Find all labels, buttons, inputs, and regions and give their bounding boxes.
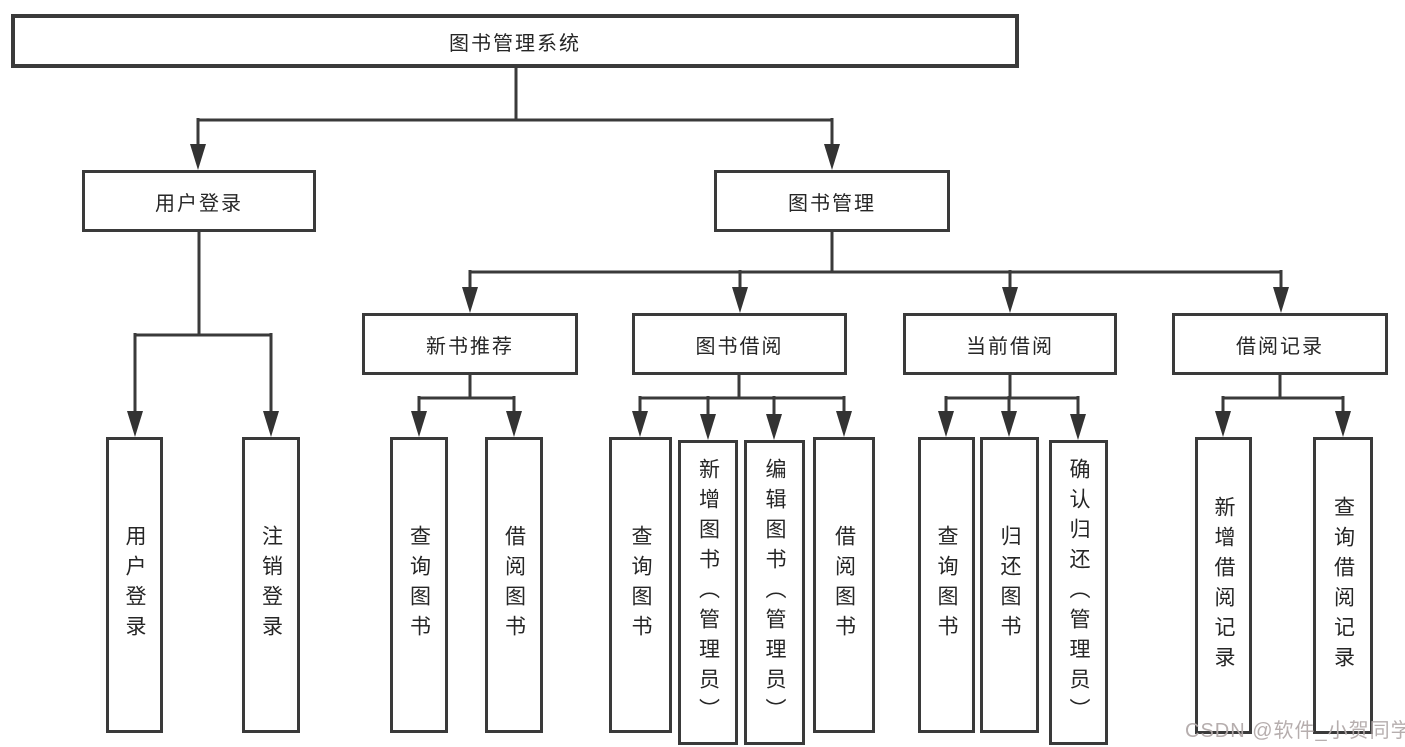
- leaf-return-book: 归还图书: [980, 437, 1039, 733]
- leaf-recommend-borrow-books-label: 借阅图书: [502, 525, 526, 645]
- connector-book-management: [462, 232, 1289, 313]
- leaf-add-borrow-record: 新增借阅记录: [1195, 437, 1252, 734]
- node-current-borrow-label: 当前借阅: [966, 335, 1054, 358]
- node-book-management-label: 图书管理: [788, 192, 876, 215]
- leaf-recommend-query-books-label: 查询图书: [407, 525, 431, 645]
- node-user-login: 用户登录: [82, 170, 316, 232]
- node-new-book-recommend-label: 新书推荐: [426, 335, 514, 358]
- leaf-logout-label: 注销登录: [259, 525, 283, 645]
- connector-borrow-records: [1215, 375, 1351, 437]
- leaf-confirm-return-admin-label: 确认归还（管理员）: [1067, 457, 1090, 728]
- node-book-management: 图书管理: [714, 170, 950, 232]
- leaf-borrow-borrow-books-label: 借阅图书: [832, 525, 856, 645]
- leaf-edit-book-admin-label: 编辑图书（管理员）: [763, 457, 786, 728]
- connector-root: [190, 68, 840, 170]
- node-system-root: 图书管理系统: [11, 14, 1019, 68]
- leaf-recommend-query-books: 查询图书: [390, 437, 448, 733]
- leaf-current-query-books-label: 查询图书: [935, 525, 958, 645]
- leaf-user-login: 用户登录: [106, 437, 163, 733]
- leaf-query-borrow-record: 查询借阅记录: [1313, 437, 1373, 734]
- leaf-return-book-label: 归还图书: [998, 525, 1021, 645]
- node-book-borrow: 图书借阅: [632, 313, 847, 375]
- leaf-edit-book-admin: 编辑图书（管理员）: [744, 440, 805, 745]
- leaf-user-login-label: 用户登录: [123, 525, 146, 645]
- leaf-logout: 注销登录: [242, 437, 300, 733]
- node-new-book-recommend: 新书推荐: [362, 313, 578, 375]
- node-borrow-records-label: 借阅记录: [1236, 335, 1324, 358]
- connector-current-borrow: [938, 375, 1086, 440]
- leaf-confirm-return-admin: 确认归还（管理员）: [1049, 440, 1108, 745]
- leaf-query-borrow-record-label: 查询借阅记录: [1331, 495, 1355, 676]
- leaf-current-query-books: 查询图书: [918, 437, 975, 733]
- node-user-login-label: 用户登录: [155, 192, 243, 215]
- leaf-add-borrow-record-label: 新增借阅记录: [1212, 495, 1235, 676]
- connector-user-login: [127, 232, 279, 437]
- node-current-borrow: 当前借阅: [903, 313, 1117, 375]
- node-borrow-records: 借阅记录: [1172, 313, 1388, 375]
- connector-new-book-recommend: [411, 375, 522, 437]
- node-book-borrow-label: 图书借阅: [695, 335, 784, 358]
- leaf-borrow-query-books: 查询图书: [609, 437, 672, 733]
- node-system-root-label: 图书管理系统: [449, 32, 581, 55]
- leaf-recommend-borrow-books: 借阅图书: [485, 437, 543, 733]
- leaf-borrow-query-books-label: 查询图书: [629, 525, 652, 645]
- watermark: CSDN @软件_小贺同学: [1185, 720, 1405, 742]
- leaf-borrow-borrow-books: 借阅图书: [813, 437, 875, 733]
- connector-book-borrow: [632, 375, 852, 440]
- leaf-add-book-admin-label: 新增图书（管理员）: [696, 457, 720, 728]
- leaf-add-book-admin: 新增图书（管理员）: [678, 440, 738, 745]
